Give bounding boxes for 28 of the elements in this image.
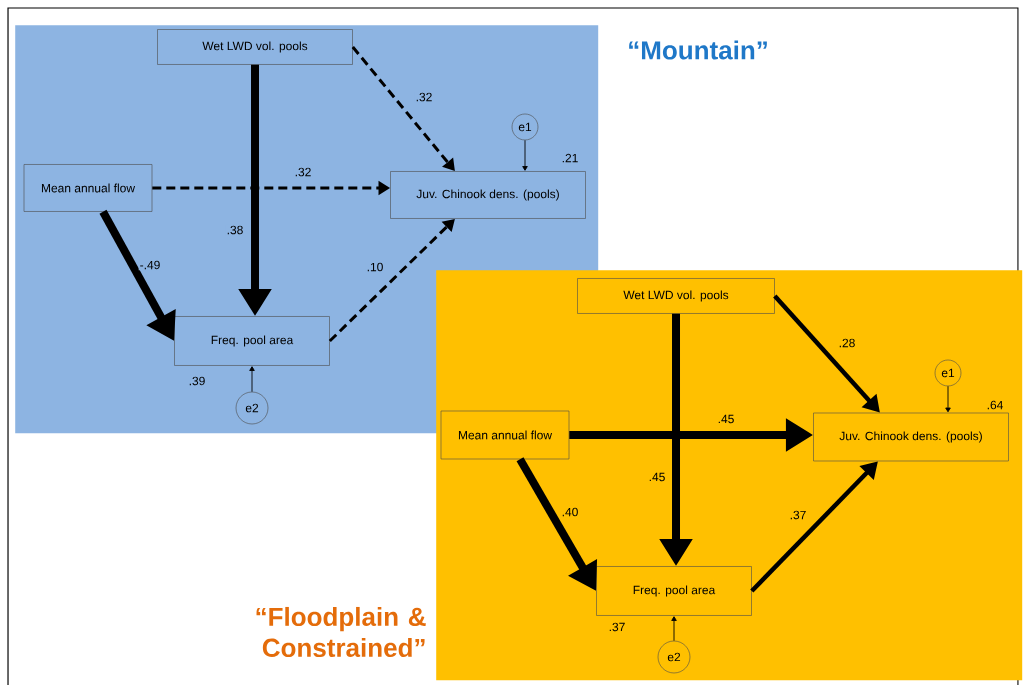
edge-label: .10 [365,261,385,273]
variable-box: Juv. Chinook dens. (pools) [390,171,586,219]
value-label: .21 [562,153,578,163]
variable-box: Mean annual flow [440,410,570,460]
value-label: .39 [189,376,205,386]
arrow [249,366,255,393]
edge-label: .45 [716,413,736,425]
edge-label: .37 [788,509,808,521]
variable-box: Mean annual flow [23,164,153,212]
edge-label: .28 [837,337,857,349]
value-label: .64 [987,400,1003,410]
edge-label: -.49 [138,259,162,271]
variable-box: Wet LWD vol. pools [157,29,353,65]
edge-label: .40 [560,506,580,518]
arrow [945,385,951,413]
edge-label: .32 [293,166,313,178]
panel-heading: “Mountain” [629,40,767,60]
value-label: .37 [609,622,625,632]
edge-label: .38 [225,224,245,236]
variable-box: Wet LWD vol. pools [577,278,775,314]
variable-box: Freq. pool area [174,316,330,366]
edge-label: .45 [647,471,667,483]
variable-box: Freq. pool area [596,566,752,616]
variable-box: Juv. Chinook dens. (pools) [813,412,1009,462]
arrow [522,139,528,171]
panel-heading: “Floodplain & Constrained” [256,606,426,658]
edge-label: .32 [414,91,434,103]
arrow [671,616,677,642]
